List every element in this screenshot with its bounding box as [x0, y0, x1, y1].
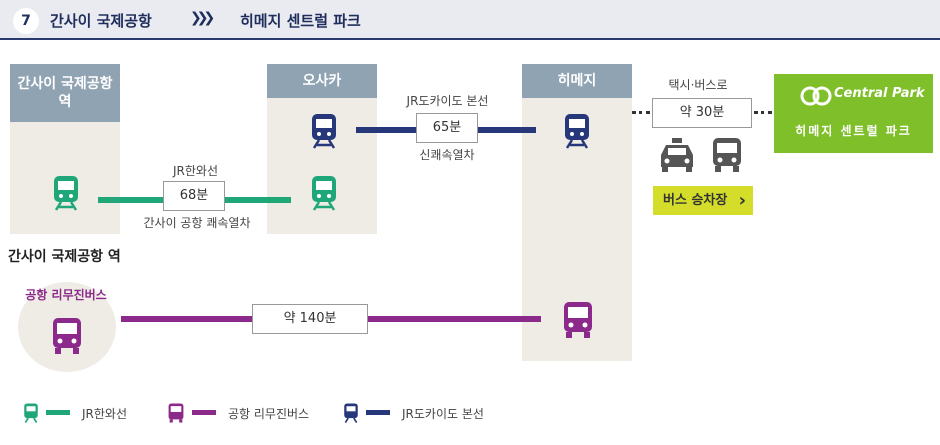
purple-bus-icon: [53, 318, 81, 354]
taxi-bus-time: 약 30분: [652, 98, 752, 128]
legend-limousine-swatch: [192, 410, 216, 415]
jr-haruka-time: 68분: [163, 181, 225, 211]
central-park-logo-icon: [800, 86, 832, 106]
jr-tokaido-name: JR도카이도 본선: [406, 94, 489, 108]
legend: JR한와선 공항 리무진버스 JR도카이도 본선: [0, 400, 940, 430]
legend-jr-haruka-swatch: [46, 410, 70, 415]
green-train-icon: [54, 176, 78, 211]
legend-jr-tokaido-label: JR도카이도 본선: [402, 407, 484, 421]
himeji-station-header: 히메지: [522, 64, 632, 98]
section-title: 간사이 국제공항 역: [8, 249, 121, 265]
taxi-icon: [661, 138, 693, 172]
kansai-station-header: 간사이 국제공항 역: [10, 64, 120, 122]
legend-train-icon: [24, 403, 38, 424]
origin-title: 간사이 국제공항: [50, 12, 152, 30]
destination-card[interactable]: Central Park 히메지 센트럴 파크: [774, 74, 933, 153]
bus-stop-button[interactable]: 버스 승차장 ›: [653, 186, 753, 215]
bus-stop-label: 버스 승차장: [663, 193, 728, 208]
chevron-right-icon: ›: [738, 190, 746, 211]
green-train-icon: [312, 176, 336, 211]
destination-label: 히메지 센트럴 파크: [795, 124, 912, 138]
bus-icon: [713, 138, 741, 172]
legend-jr-haruka-label: JR한와선: [82, 407, 127, 421]
jr-haruka-name: JR한와선: [173, 164, 218, 178]
legend-bus-icon: [168, 403, 184, 423]
legend-jr-tokaido-swatch: [366, 410, 390, 415]
legend-train-icon: [344, 403, 358, 424]
taxi-bus-dotted-line-left: [632, 111, 650, 114]
jr-haruka-sub: 간사이 공항 쾌속열차: [143, 216, 251, 230]
limousine-time: 약 140분: [252, 304, 368, 334]
step-number: 7: [13, 8, 39, 34]
jr-tokaido-sub: 신쾌속열차: [419, 148, 475, 162]
navy-train-icon: [312, 114, 336, 149]
limousine-label: 공항 리무진버스: [25, 288, 107, 302]
legend-limousine-label: 공항 리무진버스: [228, 407, 310, 421]
central-park-logo-text: Central Park: [834, 86, 925, 101]
header-bar: 7 간사이 국제공항 ❯❯❯ 히메지 센트럴 파크: [0, 0, 940, 40]
purple-bus-icon: [564, 302, 592, 338]
jr-tokaido-time: 65분: [416, 113, 478, 143]
navy-train-icon: [565, 114, 589, 149]
triple-chevron-icon: ❯❯❯: [190, 10, 215, 26]
destination-title: 히메지 센트럴 파크: [240, 12, 361, 30]
osaka-station-header: 오사카: [267, 64, 377, 98]
taxi-bus-label: 택시·버스로: [668, 78, 728, 92]
taxi-bus-dotted-line-right: [754, 111, 772, 114]
